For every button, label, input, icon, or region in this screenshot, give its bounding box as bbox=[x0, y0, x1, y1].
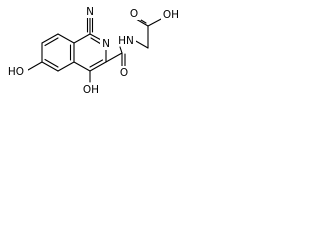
bonds bbox=[27, 16, 164, 83]
bond-cooh-o-double bbox=[135, 18, 149, 27]
bond-c5-c4a bbox=[57, 61, 75, 72]
label-amide-o: O bbox=[120, 67, 128, 79]
molecule-drawing: N N HN O O OH HO OH bbox=[4, 6, 181, 96]
bond-c3-co bbox=[105, 52, 123, 63]
bond-c3-c4 bbox=[89, 61, 107, 72]
bond-cooh-oh bbox=[147, 17, 164, 27]
label-ring-n: N bbox=[102, 38, 110, 50]
label-acid-o: O bbox=[130, 8, 138, 20]
bond-c8-c7-inner bbox=[44, 37, 59, 47]
label-phenol-oh-7: HO bbox=[8, 66, 24, 78]
bond-c6-c5 bbox=[41, 61, 59, 72]
bond-nh-ch2 bbox=[133, 39, 149, 49]
bond-c4-c4a bbox=[73, 61, 91, 72]
bond-c8-c7 bbox=[41, 33, 59, 44]
bond-co-nh bbox=[119, 46, 123, 54]
label-nitrile-n: N bbox=[86, 6, 94, 18]
label-acid-oh: OH bbox=[163, 9, 179, 21]
label-amide-nh: HN bbox=[118, 35, 134, 47]
atom-labels: N N HN O O OH HO OH bbox=[4, 6, 181, 96]
bond-c8a-c8 bbox=[57, 33, 75, 44]
bond-c3-c4-inner bbox=[89, 59, 104, 68]
structure-canvas: N N HN O O OH HO OH bbox=[0, 0, 198, 99]
bond-c7-oh bbox=[27, 61, 43, 71]
bond-c8a-c1 bbox=[73, 33, 91, 44]
bond-c1-n2-inner bbox=[90, 37, 102, 45]
label-phenol-oh-4: OH bbox=[83, 84, 99, 96]
bond-c6-c5-inner bbox=[44, 58, 59, 68]
